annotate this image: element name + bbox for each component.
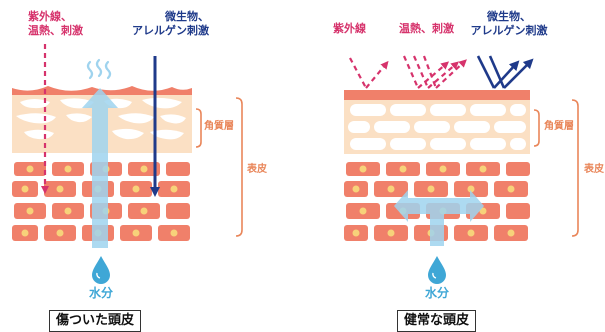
left-epidermis-bracket xyxy=(235,97,243,237)
right-epidermis xyxy=(344,162,530,241)
right-water-retained-arrow xyxy=(394,190,484,246)
right-allergen-reflect-arrows xyxy=(476,55,534,89)
left-panel-title: 傷ついた頭皮 xyxy=(49,310,142,332)
right-uv-label: 紫外線 xyxy=(333,22,366,35)
left-epidermis-label: 表皮 xyxy=(247,164,267,175)
left-steam-icon xyxy=(86,58,112,80)
right-epidermis-label: 表皮 xyxy=(584,164,604,175)
right-heat-label: 温熱、刺激 xyxy=(399,22,454,35)
right-panel xyxy=(344,55,579,284)
left-uv-heat-label: 紫外線、 温熱、刺激 xyxy=(28,10,83,37)
right-stratum-corneum xyxy=(344,100,530,154)
right-panel-title: 健常な頭皮 xyxy=(397,310,477,332)
right-stratum-label: 角質層 xyxy=(544,121,574,132)
left-water-drop-icon xyxy=(92,256,110,284)
left-panel xyxy=(12,44,243,284)
left-stratum-bracket xyxy=(195,108,202,148)
left-drop-shine xyxy=(96,272,101,279)
left-epidermis xyxy=(12,162,190,241)
right-allergen-label: 微生物、 アレルゲン刺激 xyxy=(470,10,548,37)
right-stratum-bracket xyxy=(533,109,540,147)
right-heat-reflect-arrows xyxy=(402,55,467,89)
right-epidermis-bracket xyxy=(571,99,579,237)
right-water-label: 水分 xyxy=(425,286,450,300)
right-barrier-top xyxy=(344,90,530,100)
right-water-drop-icon xyxy=(428,256,446,284)
right-uv-reflect-arrows xyxy=(349,57,389,89)
left-stratum-label: 角質層 xyxy=(204,121,234,132)
right-drop-shine xyxy=(432,272,437,279)
left-water-label: 水分 xyxy=(89,286,114,300)
left-water-loss-arrow xyxy=(82,88,118,248)
left-allergen-label: 微生物、 アレルゲン刺激 xyxy=(132,10,209,37)
